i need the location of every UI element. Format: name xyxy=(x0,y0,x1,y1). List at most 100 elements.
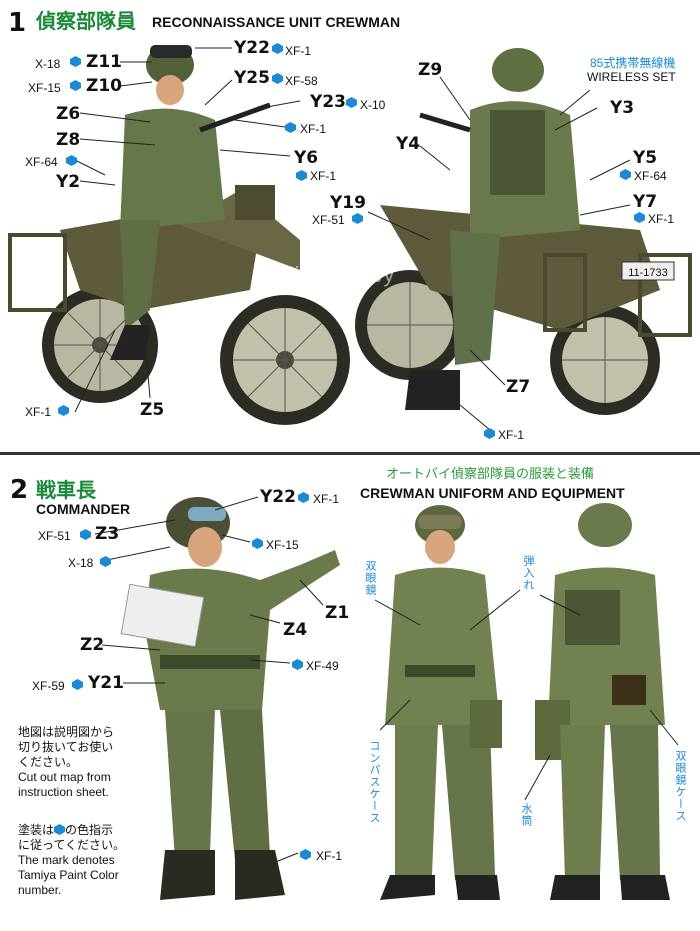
part-label: Z1 xyxy=(325,603,350,623)
part-label: Y25 xyxy=(234,68,270,88)
paint-note-en-2: Tamiya Paint Color xyxy=(18,868,119,882)
section-number: 1 xyxy=(8,8,27,38)
paint-note-jp-1a: 塗装は xyxy=(18,823,55,837)
binocular-case-label: 双眼鏡ケース xyxy=(674,750,687,822)
paint-dot-icon xyxy=(296,170,307,181)
uniform-title-en: CREWMAN UNIFORM AND EQUIPMENT xyxy=(360,485,625,501)
paint-code: XF-49 xyxy=(306,659,339,673)
motorcycle-illustrations: 11-1733 xyxy=(8,45,692,425)
paint-dot-icon xyxy=(272,43,283,54)
license-plate: 11-1733 xyxy=(628,267,668,279)
paint-dot-icon xyxy=(80,529,91,540)
paint-note-en-1: The mark denotes xyxy=(18,853,115,867)
part-label: Y6 xyxy=(294,148,319,168)
paint-code: X-18 xyxy=(35,57,61,71)
canteen-label: 水筒 xyxy=(520,803,533,827)
paint-code: XF-1 xyxy=(285,44,312,58)
watermark: FineHobby xyxy=(280,262,396,287)
part-label: Z7 xyxy=(506,377,531,397)
radio-label-en: WIRELESS SET xyxy=(587,70,676,84)
paint-dot-icon xyxy=(484,428,495,439)
paint-code: XF-58 xyxy=(285,74,318,88)
part-label: Y5 xyxy=(633,148,658,168)
section-title-en: RECONNAISSANCE UNIT CREWMAN xyxy=(152,14,401,30)
part-label: Y3 xyxy=(610,98,635,118)
paint-code: XF-51 xyxy=(38,529,71,543)
uniform-title-jp: オートバイ偵察部隊員の服装と装備 xyxy=(386,466,595,481)
section-reconnaissance: 1 偵察部隊員 RECONNAISSANCE UNIT CREWMAN xyxy=(0,0,700,455)
paint-dot-icon xyxy=(58,405,69,416)
part-label: Y2 xyxy=(56,172,81,192)
section-commander: 2 戦車長 COMMANDER オートバイ偵察部隊員の服装と装備 CREWMAN… xyxy=(0,455,700,931)
map-note-jp-1: 地図は説明図から xyxy=(18,725,115,739)
paint-code: XF-15 xyxy=(266,538,299,552)
part-label: Y7 xyxy=(633,192,658,212)
paint-note: 塗装はの色指示 に従ってください。 The mark denotes Tamiy… xyxy=(18,823,125,898)
paint-code: XF-1 xyxy=(25,405,52,419)
paint-code: XF-64 xyxy=(634,169,667,183)
paint-note-jp-1b: の色指示 xyxy=(65,823,114,837)
paint-note-jp-2: に従ってください。 xyxy=(18,838,126,852)
part-label: Z6 xyxy=(56,104,81,124)
section-number: 2 xyxy=(10,475,29,505)
paint-code: XF-51 xyxy=(312,213,345,227)
part-label: Y4 xyxy=(396,134,421,154)
paint-code: XF-1 xyxy=(313,492,340,506)
paint-code: X-18 xyxy=(68,556,94,570)
paint-dot-icon xyxy=(620,169,631,180)
leader-lines-1 xyxy=(74,47,631,431)
paint-code: XF-64 xyxy=(25,155,58,169)
section-title-jp: 偵察部隊員 xyxy=(36,9,136,33)
map-note-jp-2: 切り抜いてお使い xyxy=(18,740,114,754)
binoculars-label: 双眼鏡 xyxy=(364,560,377,596)
part-label: Z8 xyxy=(56,130,81,150)
section-title-en: COMMANDER xyxy=(36,501,131,517)
paint-dot-icon xyxy=(70,80,81,91)
part-label: Y19 xyxy=(330,193,366,213)
paint-dot-icon xyxy=(252,538,263,549)
paint-code: X-10 xyxy=(360,98,386,112)
left-bike xyxy=(8,45,350,425)
paint-dot-icon xyxy=(300,849,311,860)
paint-dot-icon xyxy=(100,556,111,567)
part-label: Z10 xyxy=(86,76,122,96)
paint-dot-icon xyxy=(66,155,77,166)
map-note-en-1: Cut out map from xyxy=(18,770,111,784)
paint-dot-icon xyxy=(346,97,357,108)
part-label: Y22 xyxy=(260,487,296,507)
part-label: Z4 xyxy=(283,620,308,640)
right-bike: 11-1733 xyxy=(355,48,692,415)
paint-dot-icon xyxy=(72,679,83,690)
part-label: Y21 xyxy=(88,673,124,693)
paint-dot-icon xyxy=(70,56,81,67)
map-note-jp-3: ください。 xyxy=(18,755,79,769)
paint-note-en-3: number. xyxy=(18,883,62,897)
paint-code: XF-15 xyxy=(28,81,61,95)
map-note-en-2: instruction sheet. xyxy=(18,785,109,799)
part-label: Z11 xyxy=(86,52,122,72)
paint-code: XF-1 xyxy=(300,122,327,136)
compass-case-label: コンパスケース xyxy=(368,740,381,824)
watermark: FineHobby xyxy=(272,677,388,702)
paint-code: XF-59 xyxy=(32,679,65,693)
part-label: Z2 xyxy=(80,635,105,655)
paint-code: XF-1 xyxy=(498,428,525,442)
paint-code: XF-1 xyxy=(648,212,675,226)
part-label: Y22 xyxy=(234,38,270,58)
paint-dot-icon xyxy=(285,122,296,133)
radio-label-jp: 85式携帯無線機 xyxy=(590,56,676,70)
ammo-pouch-label: 弾入れ xyxy=(522,555,535,591)
paint-dot-icon xyxy=(54,824,66,835)
section-title-jp: 戦車長 xyxy=(36,478,96,502)
paint-code: XF-1 xyxy=(310,169,337,183)
paint-dot-icon xyxy=(352,213,363,224)
paint-dot-icon xyxy=(292,659,303,670)
part-label: Z9 xyxy=(418,60,443,80)
map-note: 地図は説明図から 切り抜いてお使い ください。 Cut out map from… xyxy=(18,725,114,800)
paint-code: XF-1 xyxy=(316,849,343,863)
paint-dot-icon xyxy=(272,73,283,84)
part-label: Y23 xyxy=(310,92,346,112)
commander-and-uniform-illustrations xyxy=(94,496,679,900)
paint-dot-icon xyxy=(298,492,309,503)
part-label: Z3 xyxy=(95,524,120,544)
